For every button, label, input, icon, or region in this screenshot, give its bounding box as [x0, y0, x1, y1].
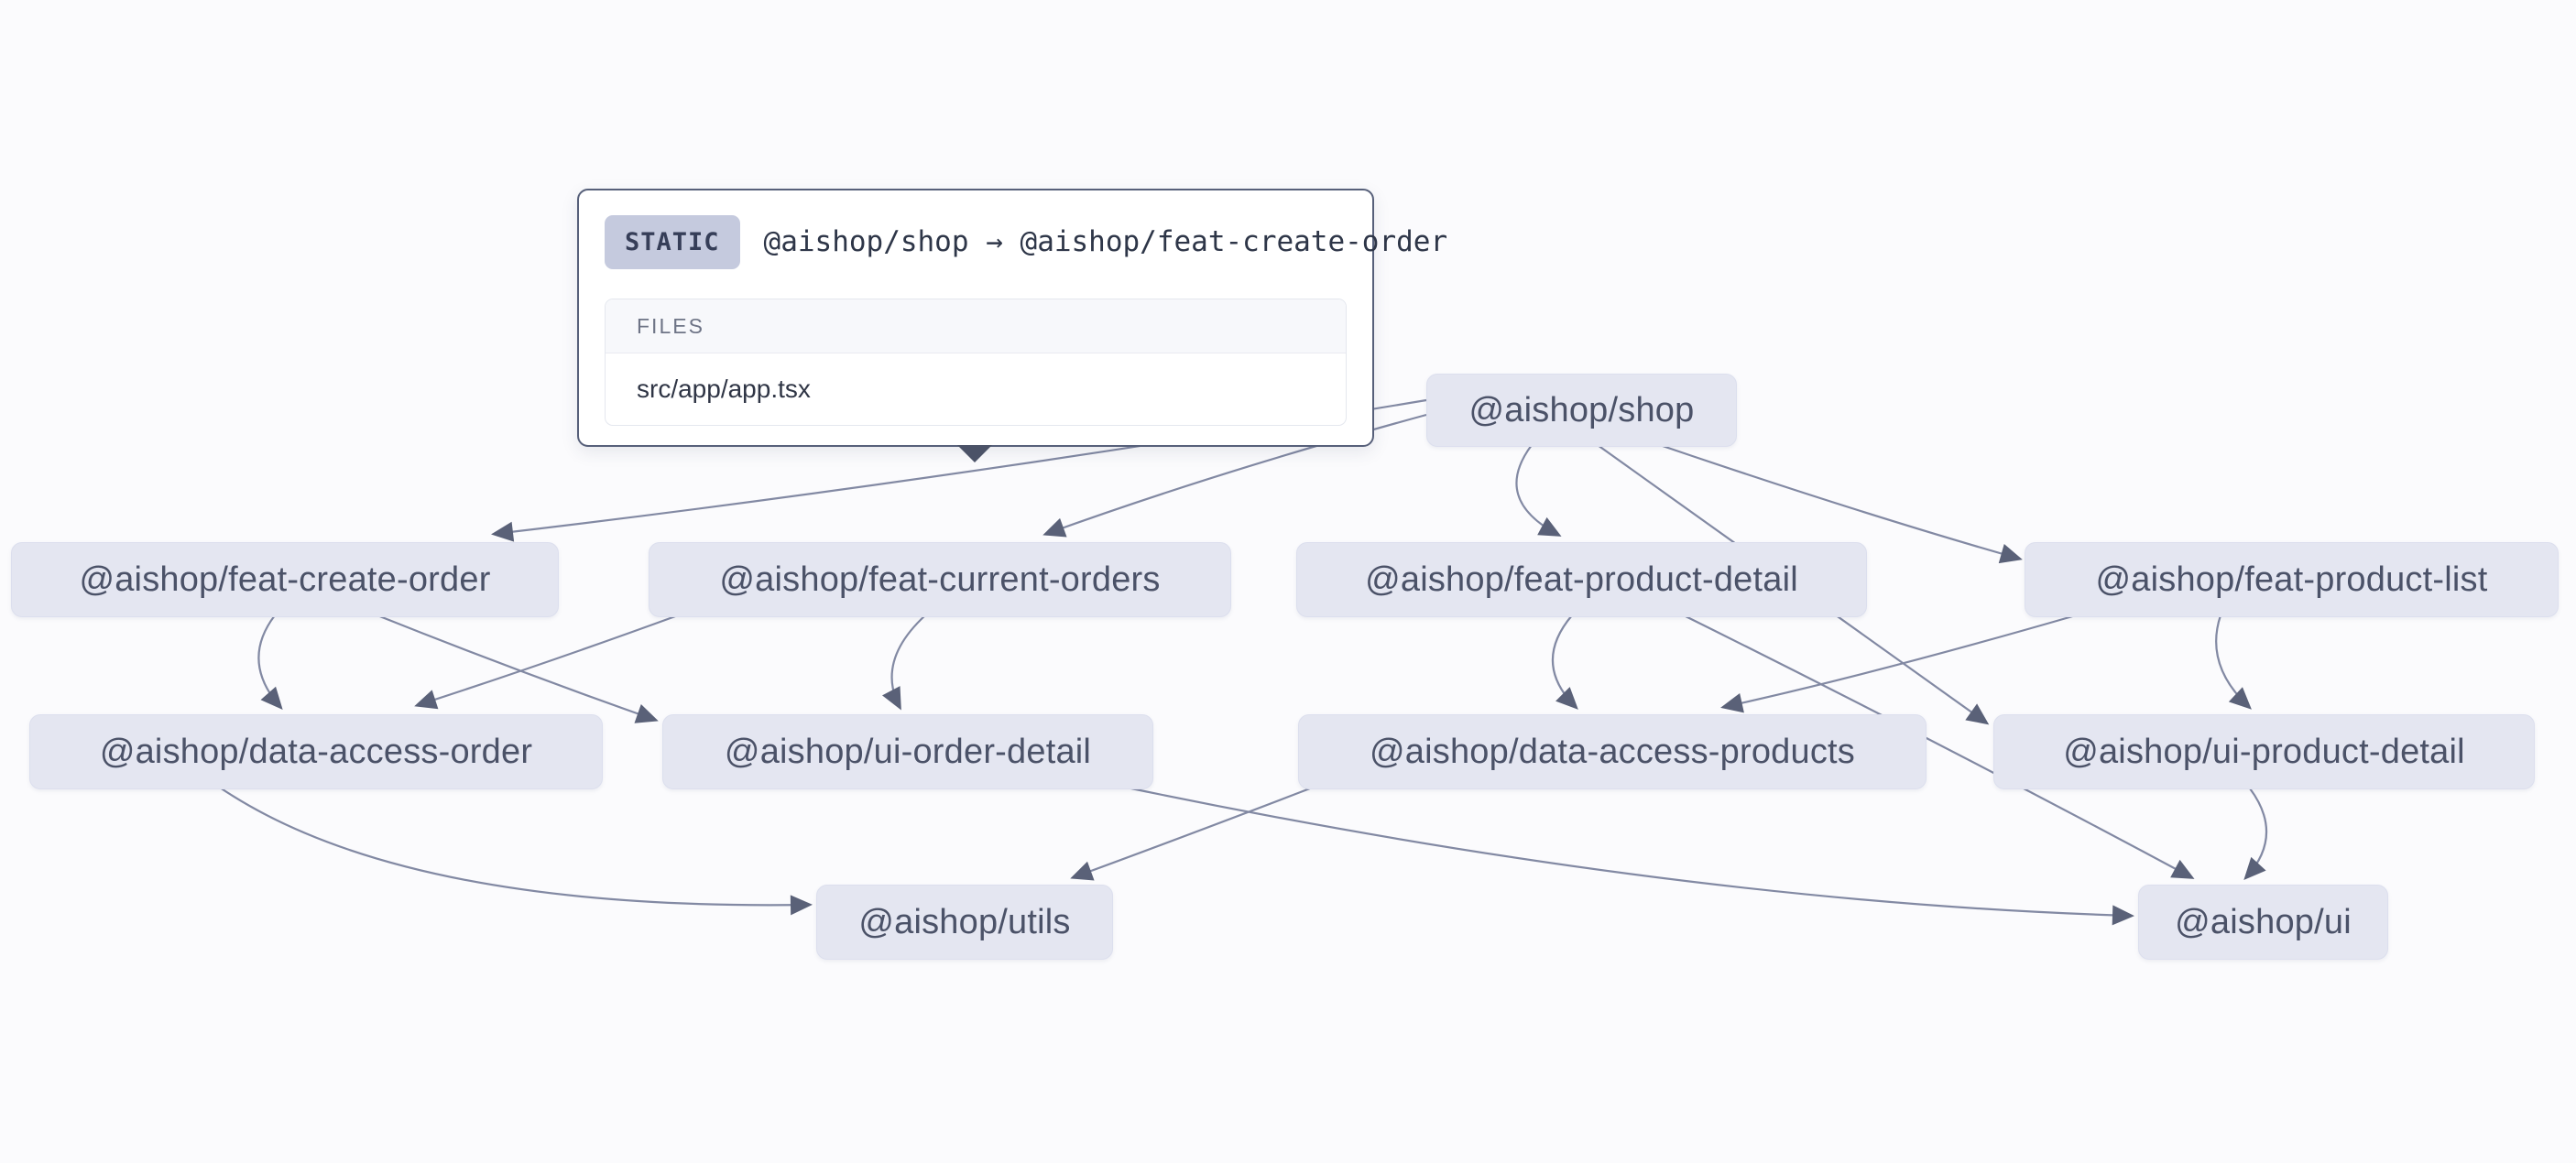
tooltip-header: STATIC @aishop/shop → @aishop/feat-creat…	[605, 214, 1447, 269]
edge-type-badge: STATIC	[605, 214, 740, 269]
edge-feat-product-list-data-access-products[interactable]	[1720, 614, 2077, 713]
files-list: src/app/app.tsx	[606, 353, 1346, 424]
edge-feat-current-orders-ui-order-detail[interactable]	[882, 614, 926, 711]
edge-data-access-order-utils[interactable]	[219, 787, 813, 916]
file-row: src/app/app.tsx	[637, 374, 811, 403]
tooltip-pointer-icon	[957, 445, 992, 462]
graph-node-utils[interactable]: @aishop/utils	[816, 885, 1113, 960]
graph-node-shop[interactable]: @aishop/shop	[1426, 374, 1737, 447]
edge-feat-product-list-ui-product-detail[interactable]	[2215, 614, 2252, 710]
edge-shop-feat-product-detail[interactable]	[1515, 444, 1562, 537]
edge-ui-order-detail-ui[interactable]	[1126, 786, 2134, 926]
edge-data-access-products-utils[interactable]	[1070, 787, 1311, 881]
edge-feat-current-orders-data-access-order[interactable]	[414, 614, 679, 710]
graph-node-ui[interactable]: @aishop/ui	[2138, 885, 2388, 960]
files-header: FILES	[606, 299, 1346, 353]
graph-node-data-access-order[interactable]: @aishop/data-access-order	[29, 714, 603, 789]
arrow-glyph: →	[986, 225, 1003, 258]
graph-node-data-access-products[interactable]: @aishop/data-access-products	[1298, 714, 1927, 789]
edge-feat-create-order-ui-order-detail[interactable]	[377, 614, 659, 723]
graph-node-feat-product-detail[interactable]: @aishop/feat-product-detail	[1296, 542, 1867, 617]
edge-shop-feat-product-list[interactable]	[1659, 443, 2023, 564]
edge-target-label: @aishop/feat-create-order	[1020, 225, 1448, 258]
edge-tooltip: STATIC @aishop/shop → @aishop/feat-creat…	[577, 189, 1447, 462]
edge-feat-product-detail-ui[interactable]	[1683, 614, 2195, 879]
graph-node-ui-product-detail[interactable]: @aishop/ui-product-detail	[1993, 714, 2535, 789]
edge-source-label: @aishop/shop	[763, 225, 969, 258]
files-panel: FILES src/app/app.tsx	[605, 299, 1347, 426]
graph-node-feat-current-orders[interactable]: @aishop/feat-current-orders	[649, 542, 1231, 617]
edge-ui-product-detail-ui[interactable]	[2243, 788, 2268, 880]
edge-label: @aishop/shop → @aishop/feat-create-order	[764, 225, 1448, 258]
graph-node-feat-create-order[interactable]: @aishop/feat-create-order	[11, 542, 559, 617]
graph-node-feat-product-list[interactable]: @aishop/feat-product-list	[2025, 542, 2559, 617]
edge-feat-product-detail-data-access-products[interactable]	[1551, 614, 1578, 710]
edge-feat-create-order-data-access-order[interactable]	[257, 614, 283, 711]
graph-node-ui-order-detail[interactable]: @aishop/ui-order-detail	[662, 714, 1153, 789]
